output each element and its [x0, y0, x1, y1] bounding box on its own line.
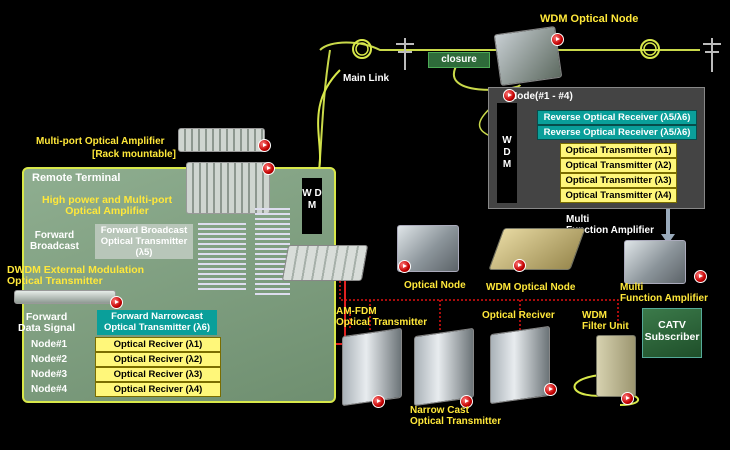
multiport-amp-label: Multi-port Optical Amplifier	[36, 136, 165, 147]
splitter-comb-right	[255, 205, 290, 295]
wdm-filter-line2: Filter Unit	[582, 321, 629, 332]
amfdm-line1: AM-FDM	[336, 306, 377, 317]
wdm-optical-node-top-label: WDM Optical Node	[540, 13, 639, 25]
high-power-amp-line2: Optical Amplifier	[65, 205, 149, 217]
play-button-icon[interactable]	[372, 395, 385, 408]
wdm-filter-line1: WDM	[582, 310, 607, 321]
receiver-box-2: Optical Reciver (λ2)	[95, 352, 221, 367]
high-power-amp-label: High power and Multi-port Optical Amplif…	[42, 195, 172, 217]
receiver-box-1: Optical Reciver (λ1)	[95, 337, 221, 352]
mfa-bottom-line2: Function Amplifier	[620, 293, 708, 304]
mfa-bottom-line1: Multi	[620, 282, 644, 293]
node-module-2: Reverse Optical Receiver (λ5/λ6)	[537, 125, 697, 140]
amfdm-label: AM-FDM Optical Transmitter	[336, 306, 427, 328]
catv-line1: CATV	[658, 319, 686, 331]
node-module-6: Optical Transmitter (λ4)	[560, 188, 677, 203]
node-label-3: Node#3	[31, 369, 68, 380]
forward-broadcast-line2: Broadcast	[30, 241, 79, 252]
forward-data-line1: Forward	[25, 311, 68, 323]
node-module-4: Optical Transmitter (λ2)	[560, 158, 677, 173]
fn-tx-line2: Optical Transmitter (λ6)	[103, 322, 211, 333]
play-button-icon[interactable]	[551, 33, 564, 46]
catv-line2: Subscriber	[644, 331, 700, 343]
play-button-icon[interactable]	[503, 89, 516, 102]
narrow-cast-line2: Optical Transmitter	[410, 416, 502, 427]
wdm-filter-label: WDM Filter Unit	[582, 310, 629, 332]
node-label-1: Node#1	[31, 339, 68, 350]
catv-subscriber-box: CATV Subscriber	[642, 308, 702, 358]
play-button-icon[interactable]	[110, 296, 123, 309]
wdm-optical-node-flat-device	[488, 228, 586, 270]
forward-broadcast-tx-box: Forward Broadcast Optical Transmitter (λ…	[95, 224, 193, 259]
play-button-icon[interactable]	[262, 162, 275, 175]
wdm-optical-node-label: WDM Optical Node	[486, 282, 576, 293]
optical-reciver-module	[490, 325, 550, 405]
play-button-icon[interactable]	[621, 392, 634, 405]
wdm-vertical-terminal: W D M	[302, 178, 322, 234]
play-button-icon[interactable]	[544, 383, 557, 396]
dwdm-line1: DWDM External Modulation	[7, 264, 145, 276]
forward-data-label: Forward Data Signal	[18, 312, 75, 334]
node-label-2: Node#2	[31, 354, 68, 365]
multiport-amp-device	[178, 128, 265, 152]
forward-broadcast-label: Forward Broadcast	[30, 230, 79, 252]
mfa-bottom-label: Multi Function Amplifier	[620, 282, 708, 304]
mfa-top-line1: Multi	[566, 214, 590, 225]
fb-tx-line2: Optical Transmitter	[100, 236, 188, 247]
narrow-cast-label: Narrow Cast Optical Transmitter	[410, 405, 501, 427]
amfdm-line2: Optical Transmitter	[336, 317, 428, 328]
dwdm-line2: Optical Transmitter	[7, 275, 103, 287]
rack-mountable-label: [Rack mountable]	[92, 149, 176, 160]
receiver-box-4: Optical Reciver (λ4)	[95, 382, 221, 397]
receiver-box-3: Optical Reciver (λ3)	[95, 367, 221, 382]
mfa-device	[624, 240, 686, 284]
optical-node-label: Optical Node	[404, 280, 466, 291]
closure-box: closure	[428, 52, 490, 68]
dwdm-label: DWDM External Modulation Optical Transmi…	[7, 265, 144, 287]
amfdm-module	[342, 327, 402, 407]
forward-narrowcast-tx-box: Forward Narrowcast Optical Transmitter (…	[97, 310, 217, 335]
node-group-title: Node(#1 - #4)	[510, 91, 573, 102]
remote-terminal-title: Remote Terminal	[32, 172, 121, 184]
narrow-cast-line1: Narrow Cast	[410, 405, 469, 416]
play-button-icon[interactable]	[398, 260, 411, 273]
node-label-4: Node#4	[31, 384, 68, 395]
wdm-filter-device	[596, 335, 636, 397]
play-button-icon[interactable]	[694, 270, 707, 283]
play-button-icon[interactable]	[460, 395, 473, 408]
narrowcast-rack-device	[281, 245, 369, 281]
dwdm-device	[14, 290, 116, 304]
node-module-3: Optical Transmitter (λ1)	[560, 143, 677, 158]
node-module-5: Optical Transmitter (λ3)	[560, 173, 677, 188]
fb-tx-line3: (λ5)	[135, 247, 153, 258]
play-button-icon[interactable]	[258, 139, 271, 152]
forward-data-line2: Data Signal	[18, 322, 76, 334]
forward-broadcast-line1: Forward	[34, 230, 75, 241]
splitter-comb	[198, 220, 246, 290]
node-module-1: Reverse Optical Receiver (λ5/λ6)	[537, 110, 697, 125]
mfa-top-label: Multi Function Amplifier	[566, 214, 654, 236]
mfa-top-line2: Function Amplifier	[566, 225, 654, 236]
optical-reciver-label: Optical Reciver	[482, 310, 555, 321]
fn-tx-line1: Forward Narrowcast	[111, 311, 203, 322]
fb-tx-line1: Forward Broadcast	[100, 225, 188, 236]
main-link-label: Main Link	[343, 73, 390, 84]
high-power-amp-line1: High power and Multi-port	[42, 194, 173, 206]
play-button-icon[interactable]	[513, 259, 526, 272]
